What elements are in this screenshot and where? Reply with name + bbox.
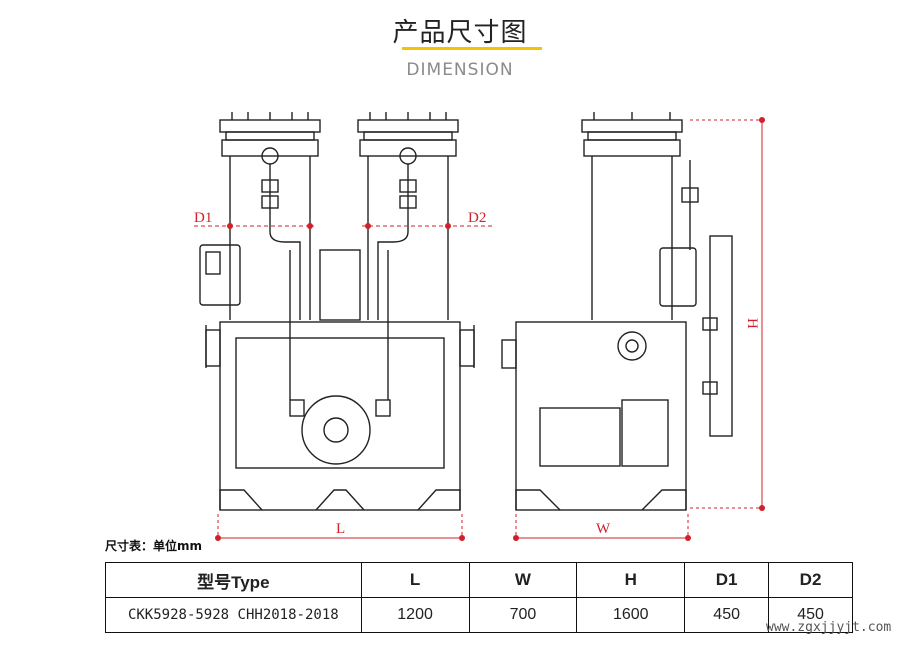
column-header-type: 型号Type <box>105 562 362 598</box>
tank-front <box>219 321 461 511</box>
cell-l: 1200 <box>360 597 470 633</box>
column-header-w: W <box>468 562 578 598</box>
cell-type: CKK5928-5928 CHH2018-2018 <box>105 597 362 633</box>
page-subtitle: DIMENSION <box>406 60 514 80</box>
dim-label-w: W <box>596 521 611 537</box>
table-header-row: 型号Type L W H D1 D2 <box>105 562 853 598</box>
column-header-d1: D1 <box>684 562 770 598</box>
column-header-d2: D2 <box>768 562 853 598</box>
filter-housing-side <box>581 112 683 320</box>
cell-d1: 450 <box>684 597 770 633</box>
unit-note: 尺寸表：单位mm <box>105 539 203 553</box>
cell-h: 1600 <box>576 597 686 633</box>
page-title: 产品尺寸图 <box>392 18 528 48</box>
dim-label-l: L <box>336 521 345 537</box>
column-header-h: H <box>576 562 686 598</box>
title-underline <box>402 47 542 50</box>
column-header-l: L <box>360 562 470 598</box>
cell-w: 700 <box>468 597 578 633</box>
dim-label-h: H <box>744 318 760 329</box>
table-row: CKK5928-5928 CHH2018-2018 1200 700 1600 … <box>105 597 853 633</box>
filter-housing-right <box>357 112 459 320</box>
pump-front <box>301 395 371 465</box>
dim-label-d1: D1 <box>194 210 212 226</box>
cell-d2: 450 <box>768 597 853 633</box>
tank-side <box>515 321 687 511</box>
filter-housing-left <box>219 112 321 320</box>
spec-table: 型号Type L W H D1 D2 CKK5928-5928 CHH2018-… <box>105 562 853 633</box>
watermark: www.zgxjjyjt.com <box>766 620 892 635</box>
dim-label-d2: D2 <box>468 210 486 226</box>
